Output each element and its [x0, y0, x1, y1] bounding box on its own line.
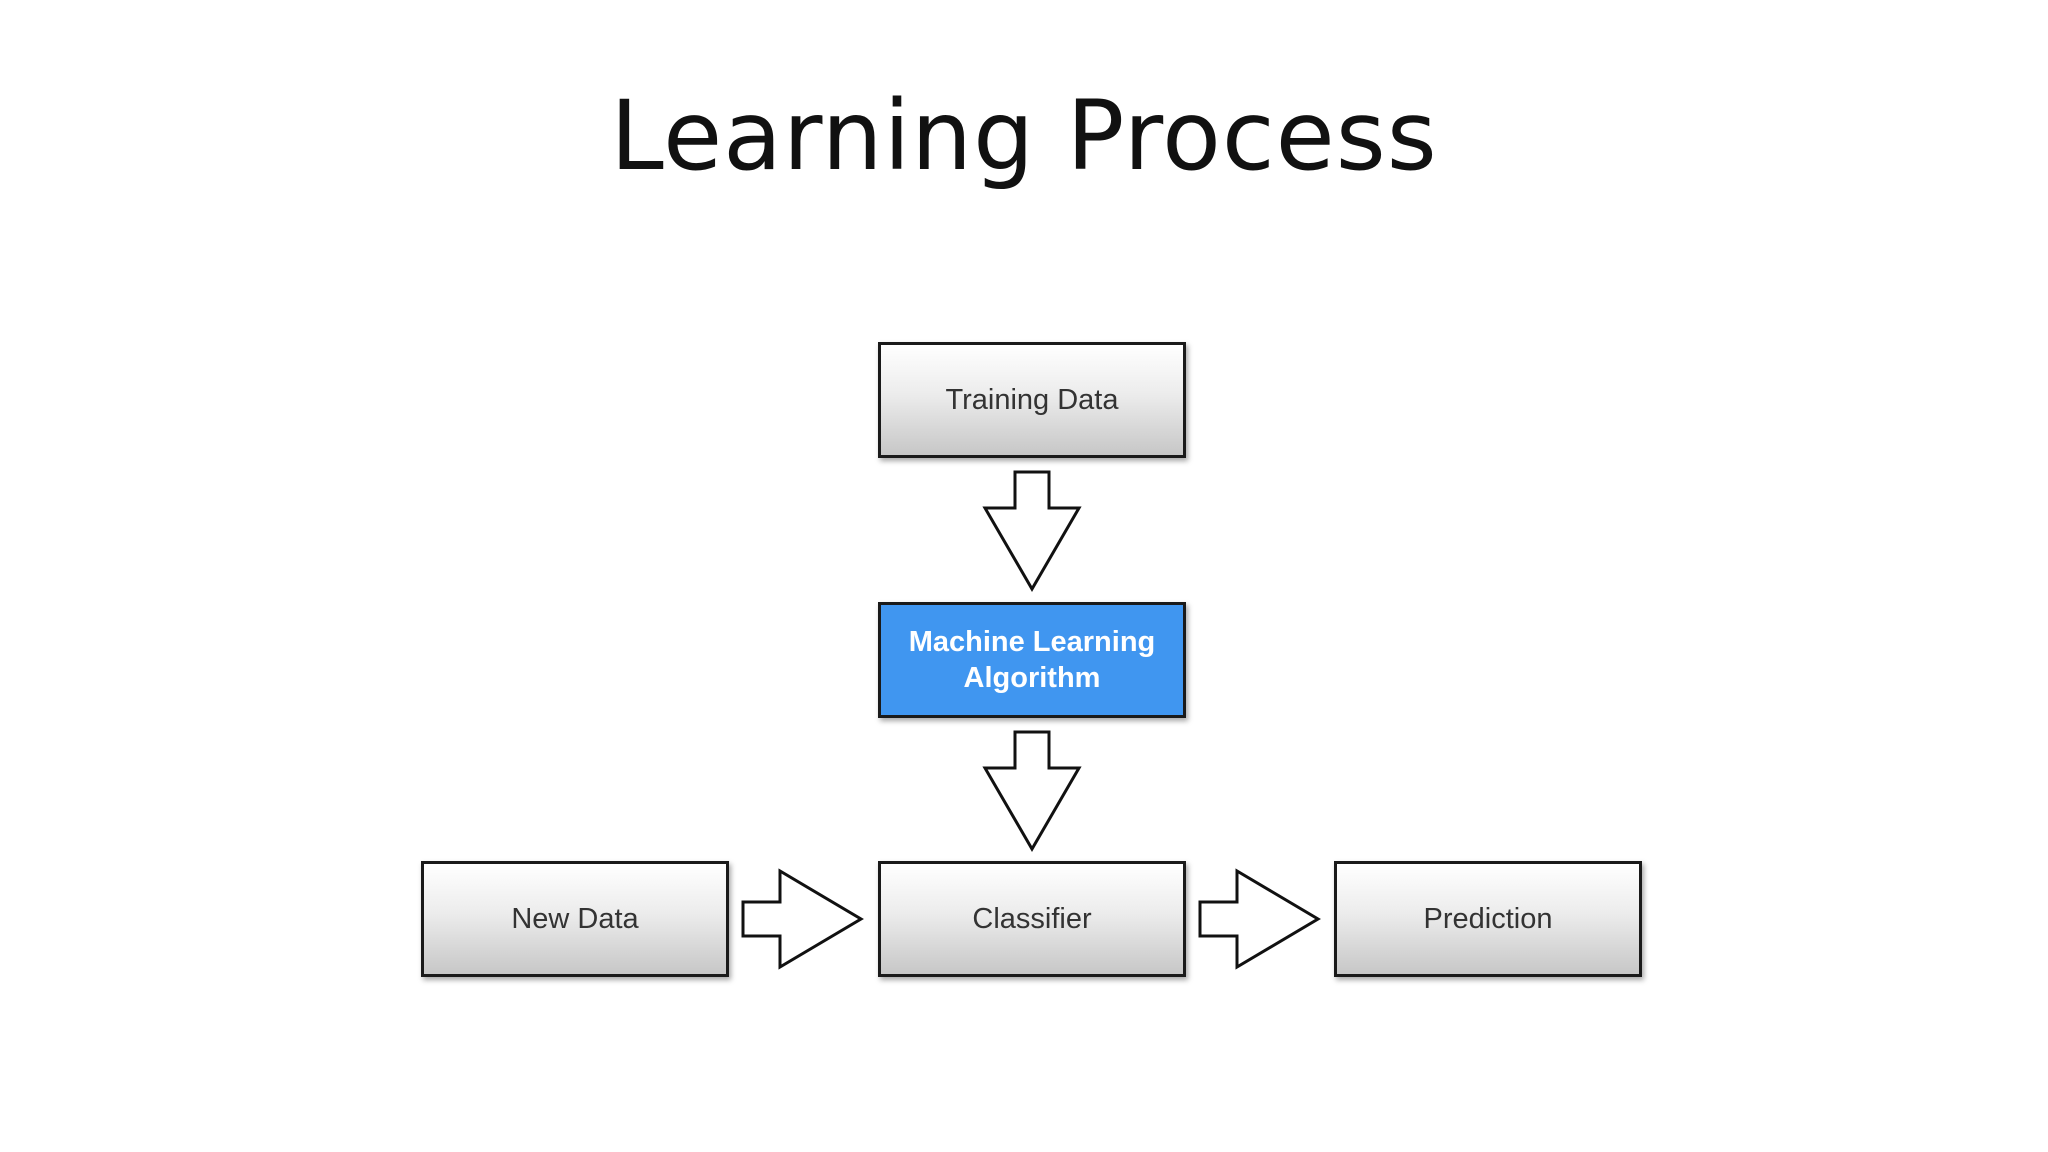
new-data-label: New Data — [511, 902, 639, 935]
new-data-box: New Data — [421, 861, 729, 977]
arrow-down-2 — [982, 730, 1082, 852]
ml-algorithm-box: Machine Learning Algorithm — [878, 602, 1186, 718]
prediction-box: Prediction — [1334, 861, 1642, 977]
arrow-right-2 — [1198, 868, 1321, 970]
training-data-label: Training Data — [945, 383, 1119, 416]
classifier-label: Classifier — [972, 902, 1092, 935]
ml-algorithm-label-line2: Algorithm — [963, 662, 1101, 694]
classifier-box: Classifier — [878, 861, 1186, 977]
ml-algorithm-label-line1: Machine Learning — [908, 626, 1156, 658]
prediction-label: Prediction — [1423, 902, 1553, 935]
arrow-down-1 — [982, 470, 1082, 592]
training-data-box: Training Data — [878, 342, 1186, 458]
arrow-right-1 — [741, 868, 864, 970]
slide-title: Learning Process — [610, 80, 1438, 192]
